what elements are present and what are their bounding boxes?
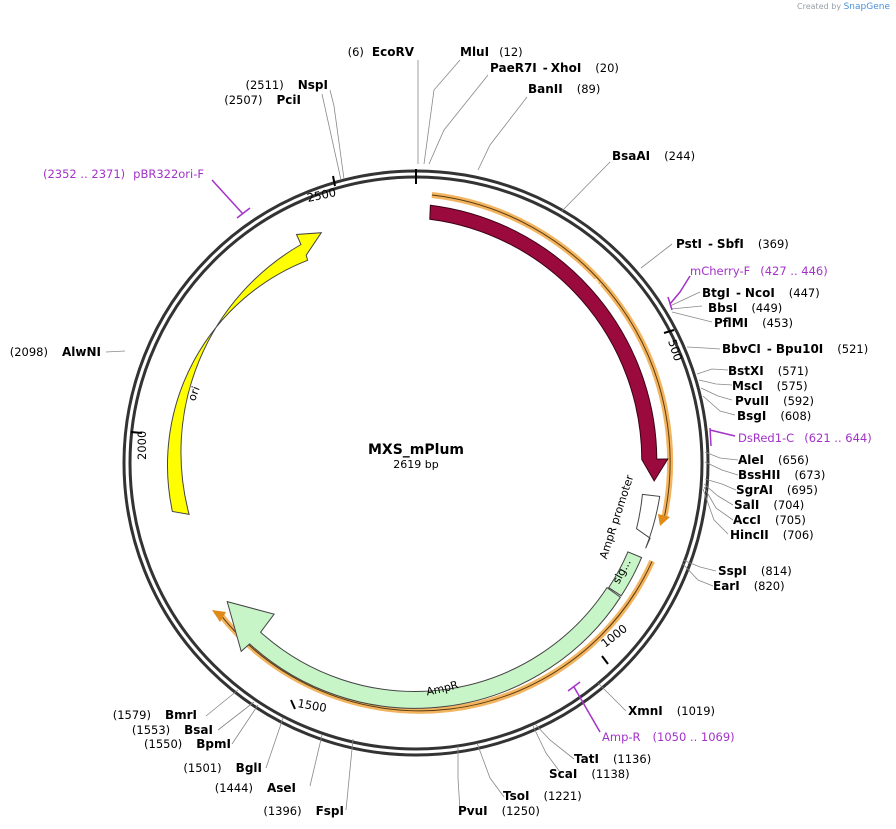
label-ampr-promoter: AmpR promoter — [597, 473, 637, 561]
credit-prefix: Created by — [797, 2, 842, 11]
snapgene-brand: SnapGene — [843, 2, 890, 12]
enzyme-pflmi[interactable]: PflMI(453) — [714, 316, 793, 330]
enzyme-psti-sbfi[interactable]: PstI-SbfI(369) — [676, 237, 789, 251]
enzyme-sspi[interactable]: SspI(814) — [718, 564, 792, 578]
enzyme-bbvci-bpu10i[interactable]: BbvCI-Bpu10I(521) — [722, 342, 868, 356]
enzyme-fspi[interactable]: (1396)FspI — [263, 804, 344, 818]
enzyme-mlui[interactable]: MluI(12) — [460, 45, 523, 59]
enzyme-ecorv[interactable]: (6)EcoRV — [348, 45, 415, 59]
tick-label-2000: 2000 — [135, 431, 149, 460]
enzyme-sali[interactable]: SalI(704) — [734, 498, 804, 512]
enzyme-bmri[interactable]: (1579)BmrI — [113, 708, 197, 722]
tick-label-2500: 2500 — [306, 185, 338, 205]
label-ori: ori — [185, 385, 202, 403]
enzyme-alwni[interactable]: (2098)AlwNI — [10, 345, 101, 359]
feature-mplum[interactable] — [429, 204, 669, 482]
enzyme-pcii[interactable]: (2507)PciI — [224, 93, 301, 107]
feature-sig[interactable] — [608, 551, 643, 597]
plasmid-name: MXS_mPlum — [368, 442, 464, 458]
enzyme-bbsi[interactable]: BbsI(449) — [708, 301, 782, 315]
enzyme-asei[interactable]: (1444)AseI — [215, 781, 296, 795]
enzyme-pvuii[interactable]: PvuII(592) — [735, 394, 814, 408]
enzyme-tati[interactable]: TatI(1136) — [574, 752, 651, 766]
enzyme-alei[interactable]: AleI(656) — [738, 453, 809, 467]
enzyme-eari[interactable]: EarI(820) — [713, 579, 785, 593]
primer-amp-r[interactable]: Amp-R(1050 .. 1069) — [602, 730, 735, 744]
enzyme-nspi[interactable]: (2511)NspI — [246, 78, 329, 92]
enzyme-bsshii[interactable]: BssHII(673) — [738, 468, 825, 482]
enzyme-xmni[interactable]: XmnI(1019) — [628, 704, 715, 718]
enzyme-acci[interactable]: AccI(705) — [733, 513, 806, 527]
enzyme-tsoi[interactable]: TsoI(1221) — [503, 789, 582, 803]
feature-ori[interactable] — [166, 232, 323, 516]
tick-label-500: 500 — [665, 338, 685, 363]
primer-marks — [211, 179, 736, 733]
primer-pbr322ori-f[interactable]: (2352 .. 2371)pBR322ori-F — [43, 167, 204, 181]
tick-marks — [130, 175, 675, 710]
enzyme-bsai[interactable]: (1553)BsaI — [132, 723, 213, 737]
orange-tracks — [212, 192, 674, 714]
feature-ampr-promoter[interactable] — [635, 493, 661, 549]
feature-ampr[interactable] — [226, 586, 622, 709]
enzyme-leaders — [105, 59, 739, 811]
enzyme-bstxi[interactable]: BstXI(571) — [728, 364, 809, 378]
enzyme-msci[interactable]: MscI(575) — [732, 379, 808, 393]
enzyme-bpmi[interactable]: (1550)BpmI — [144, 737, 231, 751]
enzyme-banii[interactable]: BanII(89) — [528, 82, 600, 96]
snapgene-credit: Created by SnapGene — [797, 2, 890, 12]
enzyme-btgi-ncoi[interactable]: BtgI-NcoI(447) — [702, 286, 820, 300]
enzyme-sgrai[interactable]: SgrAI(695) — [736, 483, 818, 497]
enzyme-bsaai[interactable]: BsaAI(244) — [612, 149, 695, 163]
enzyme-hincii[interactable]: HincII(706) — [730, 528, 814, 542]
primer-mcherry-f[interactable]: mCherry-F(427 .. 446) — [690, 264, 828, 278]
primer-dsred1-c[interactable]: DsRed1-C(621 .. 644) — [738, 431, 872, 445]
enzyme-bsgi[interactable]: BsgI(608) — [737, 409, 811, 423]
enzyme-pvui[interactable]: PvuI(1250) — [458, 804, 540, 818]
enzyme-paer7i-xhoi[interactable]: PaeR7I-XhoI(20) — [490, 61, 619, 75]
plasmid-size: 2619 bp — [393, 458, 438, 471]
enzyme-scai[interactable]: ScaI(1138) — [549, 767, 630, 781]
tick-label-1500: 1500 — [296, 696, 327, 715]
enzyme-bgli[interactable]: (1501)BglI — [183, 761, 262, 775]
